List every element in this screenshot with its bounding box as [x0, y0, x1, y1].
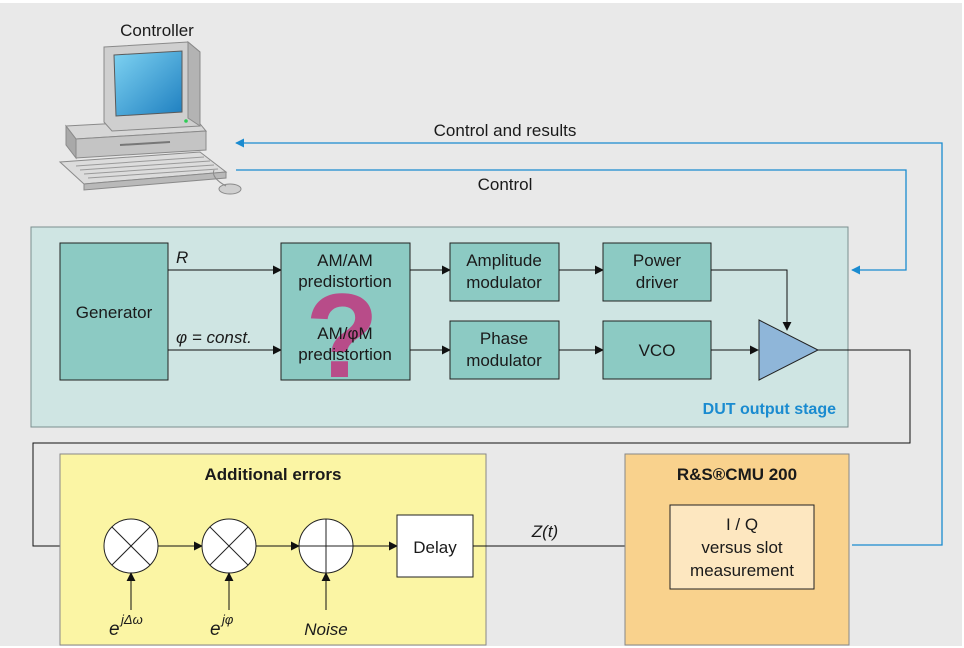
vco-label: VCO	[639, 341, 676, 360]
phase-modulator-block	[449, 320, 560, 380]
power-driver-label-2: driver	[636, 273, 679, 292]
am-pm-label: AM/φM	[317, 324, 372, 343]
delay-block	[396, 514, 474, 578]
phi-label: φ = const.	[176, 328, 252, 347]
amplitude-modulator-block	[449, 242, 560, 302]
measurement-label: measurement	[690, 561, 794, 580]
am-am-label: AM/AM	[317, 251, 373, 270]
amplifier-icon	[758, 319, 820, 381]
dut-output-stage-label: DUT output stage	[703, 401, 836, 418]
output-to-errors-line	[32, 349, 911, 551]
frequency-error-base: e	[109, 619, 120, 640]
phase-modulator-label-2: modulator	[466, 351, 542, 370]
vco-block	[602, 320, 712, 380]
controller-computer-icon	[58, 40, 242, 195]
phase-modulator-label-1: Phase	[480, 329, 528, 348]
control-label: Control	[478, 175, 533, 194]
am-am-predistortion-label: predistortion	[298, 272, 392, 291]
iq-label: I / Q	[726, 515, 758, 534]
frequency-error-mixer-icon	[103, 518, 159, 574]
delay-label: Delay	[413, 538, 457, 557]
control-and-results-label: Control and results	[434, 121, 577, 140]
noise-adder-icon	[298, 518, 354, 574]
cmu200-title: R&S®CMU 200	[677, 465, 797, 484]
z-signal-label: Z(t)	[531, 522, 558, 541]
predistortion-block	[280, 242, 411, 381]
power-driver-label-1: Power	[633, 251, 682, 270]
phase-error-mixer-icon	[201, 518, 257, 574]
control-and-results-line	[235, 138, 943, 546]
power-driver-to-amplifier-arrow	[711, 269, 792, 331]
control-line	[236, 169, 907, 275]
phase-error-base: e	[210, 619, 221, 640]
iq-measurement-block	[669, 504, 815, 590]
generator-label: Generator	[76, 303, 153, 322]
phase-error-exponent: jφ	[220, 612, 234, 627]
amplitude-modulator-label-1: Amplitude	[466, 251, 542, 270]
question-mark-icon: ?	[305, 269, 378, 403]
noise-label: Noise	[304, 620, 347, 639]
am-pm-predistortion-label: predistortion	[298, 345, 392, 364]
frequency-error-exponent: jΔω	[119, 612, 143, 627]
additional-errors-title: Additional errors	[205, 465, 342, 484]
r-label: R	[176, 248, 188, 267]
versus-slot-label: versus slot	[701, 538, 783, 557]
amplitude-modulator-label-2: modulator	[466, 273, 542, 292]
generator-block	[59, 242, 169, 381]
controller-label: Controller	[120, 21, 194, 40]
power-driver-block	[602, 242, 712, 302]
